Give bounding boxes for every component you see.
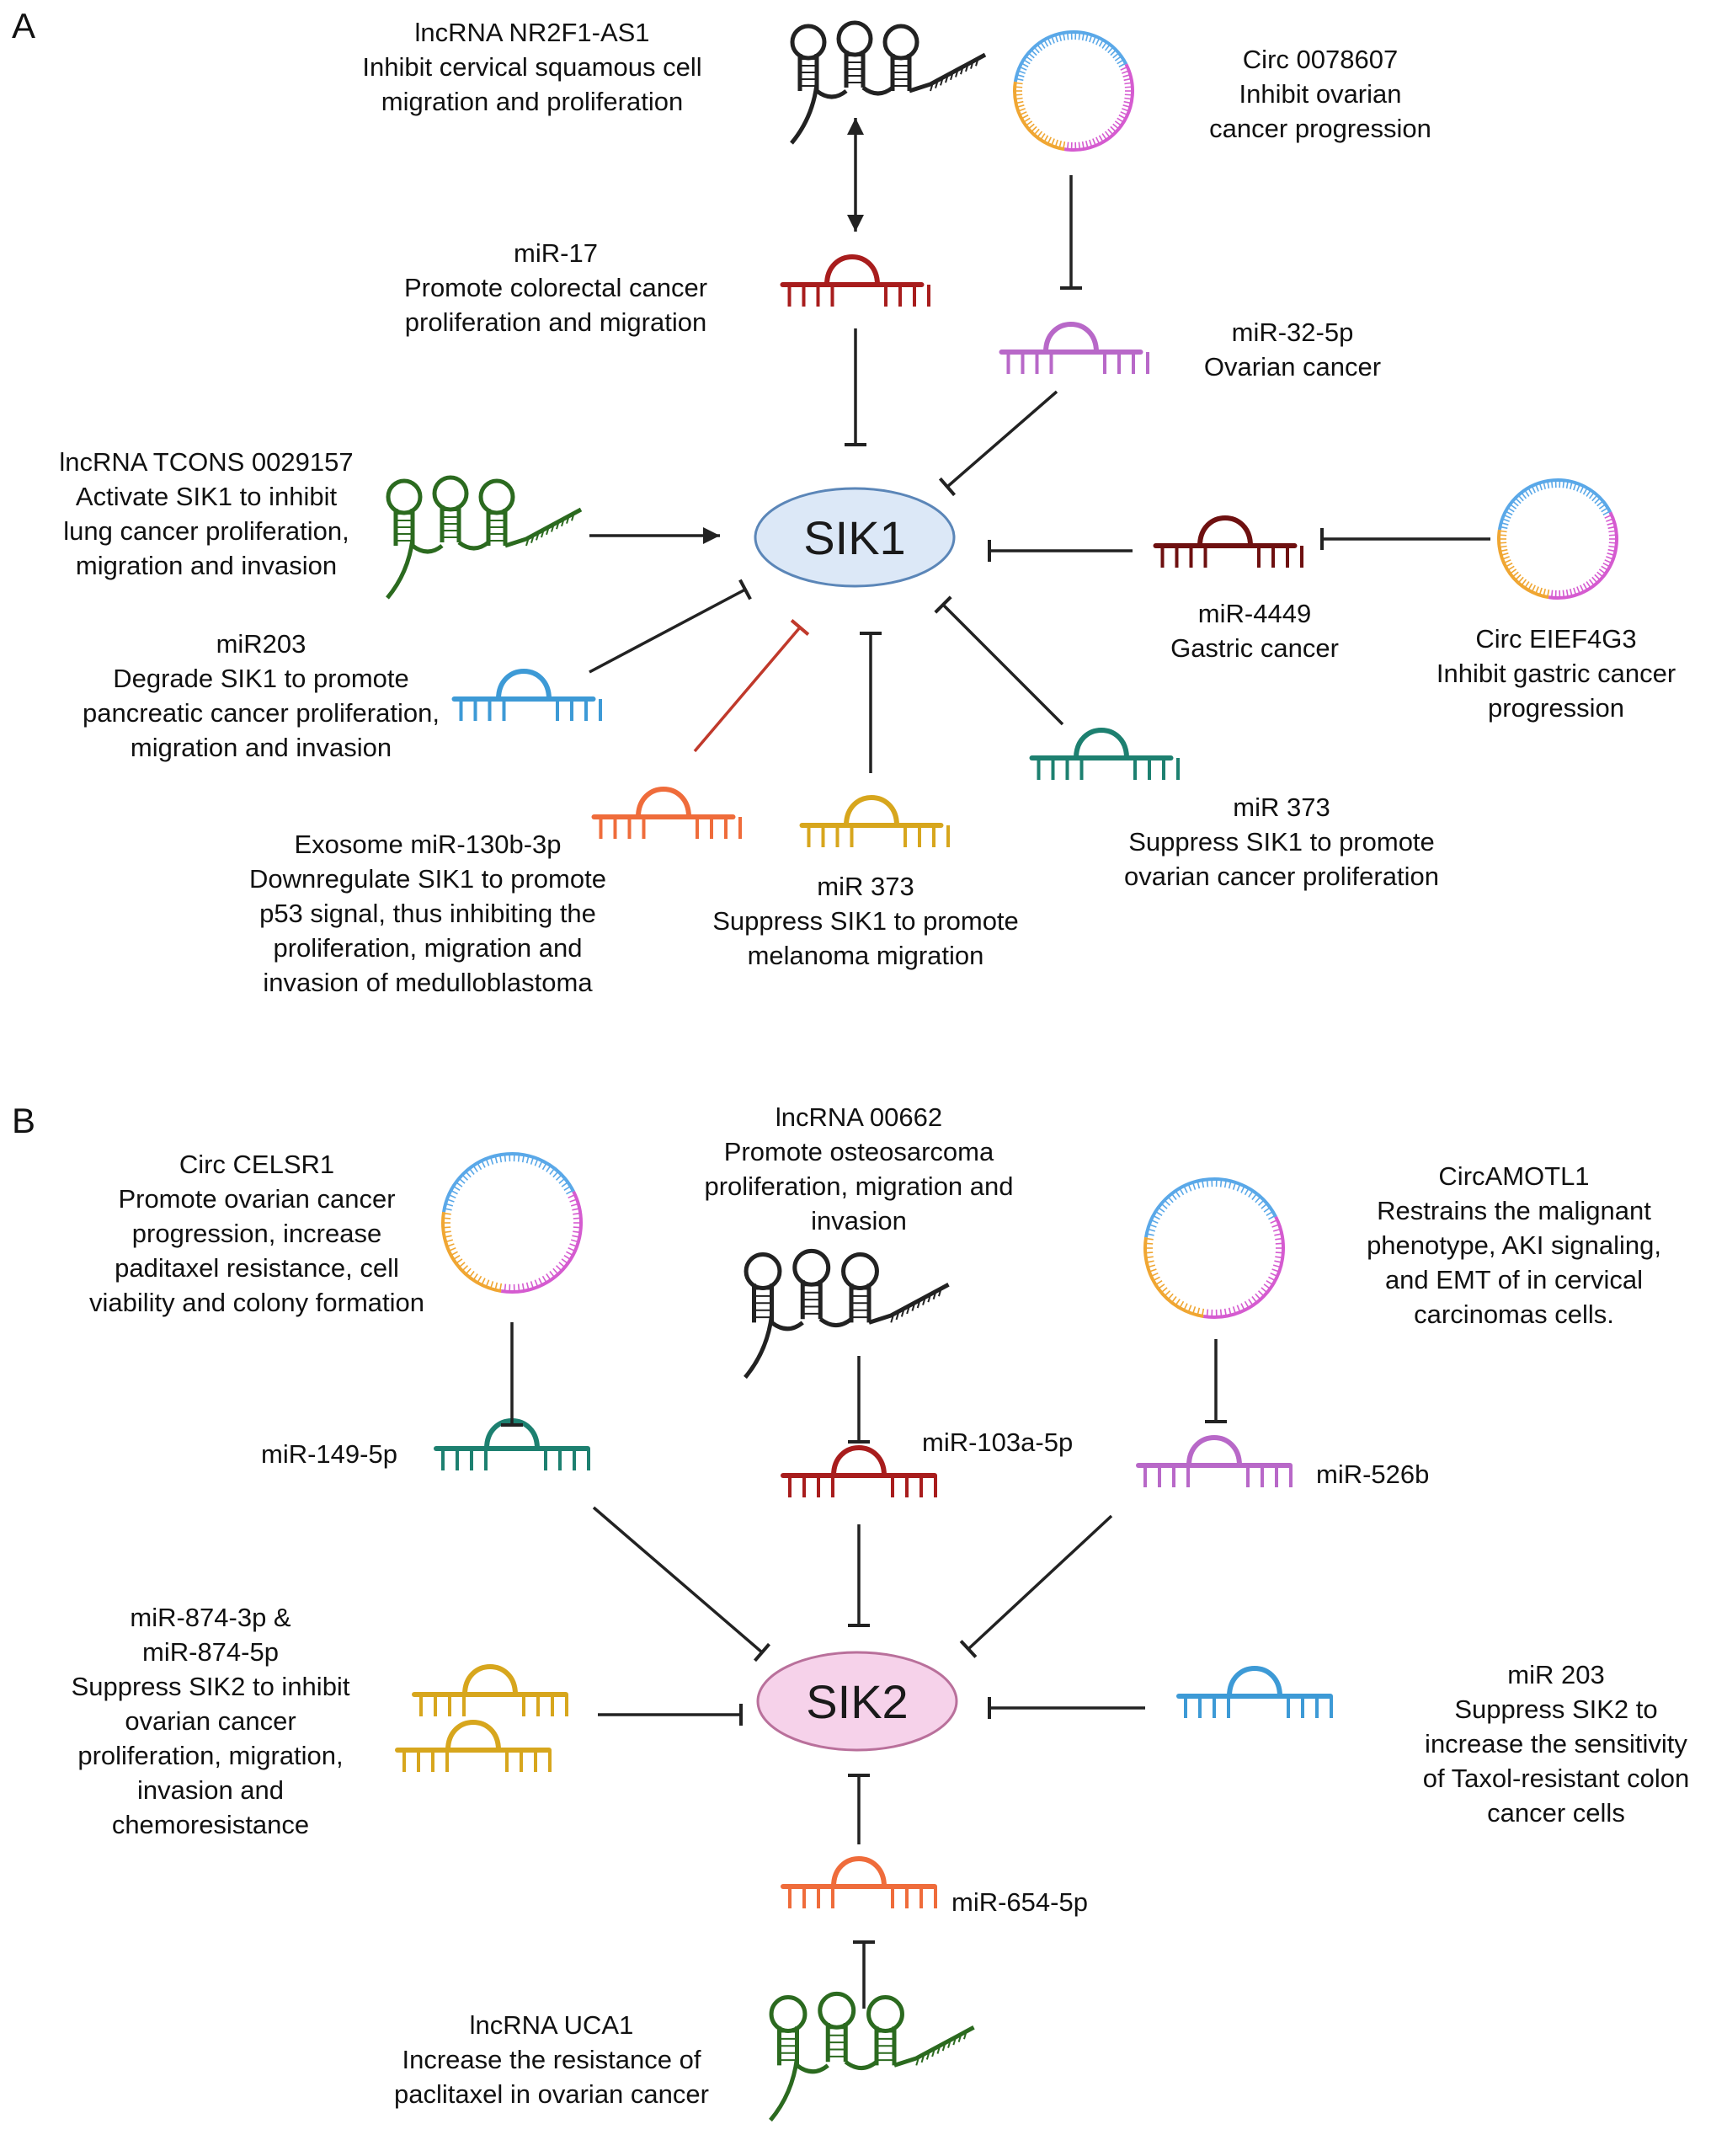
edge-00662-mir103 xyxy=(848,1356,870,1444)
circ-eief4g3-glyph xyxy=(1497,478,1618,600)
mir-130b-3p-glyph xyxy=(591,787,742,839)
sik2-ellipse xyxy=(756,1651,958,1752)
edge-mir373-ovarian-sik1 xyxy=(934,595,1064,726)
mir-654-5p-glyph xyxy=(781,1856,937,1908)
mir-373-melanoma-glyph xyxy=(799,795,950,847)
lncrna-uca1-glyph xyxy=(769,1991,975,2122)
mir-4449-glyph xyxy=(1153,515,1303,568)
edge-nr2f1-mir17 xyxy=(847,118,864,232)
edge-mir130-sik1 xyxy=(693,619,810,753)
mir-874-3p-glyph xyxy=(412,1664,568,1716)
edge-mir149-sik2 xyxy=(592,1506,770,1662)
lncrna-nr2f1-glyph xyxy=(790,20,987,145)
panel-label-b: B xyxy=(12,1101,36,1140)
sik1-label: SIK1 xyxy=(803,510,906,564)
edge-mir526-sik2 xyxy=(959,1514,1113,1658)
mir-103a-5p-glyph xyxy=(781,1445,937,1497)
mir-17-glyph xyxy=(780,254,930,307)
edge-tcons-sik1 xyxy=(589,527,720,544)
mir-874-5p-glyph xyxy=(395,1720,552,1772)
circamotl1-glyph xyxy=(1143,1177,1285,1319)
mir-373-ovarian-glyph xyxy=(1029,728,1180,780)
edge-mir203-sik2 xyxy=(988,1697,1145,1719)
mir-203-sik2-glyph xyxy=(1176,1666,1333,1718)
edge-mir373-melanoma-sik1 xyxy=(860,632,882,773)
edge-mir103-sik2 xyxy=(848,1524,870,1627)
edge-amotl1-mir526 xyxy=(1205,1339,1227,1423)
mir-149-5p-glyph xyxy=(434,1418,590,1470)
sik2-node: SIK2 xyxy=(756,1651,958,1752)
edge-mir203-sik1 xyxy=(589,579,752,674)
edge-circ0078607-mir32 xyxy=(1060,175,1082,290)
circ-celsr1-glyph xyxy=(441,1152,583,1294)
edge-uca1-mir654 xyxy=(853,1940,875,2009)
sik1-node: SIK1 xyxy=(754,487,956,588)
edge-mir17-sik1 xyxy=(845,328,866,446)
mir-32-5p-glyph xyxy=(999,322,1149,374)
mir203-sik1-glyph xyxy=(451,669,602,721)
mir-526b-glyph xyxy=(1136,1435,1293,1487)
sik2-label: SIK2 xyxy=(806,1674,909,1728)
label-mir-654-5p: miR-654-5p xyxy=(951,1887,1088,1917)
edge-celsr1-mir149 xyxy=(501,1322,523,1427)
lncrna-tcons-glyph xyxy=(386,475,583,600)
label-mir-149-5p: miR-149-5p xyxy=(261,1439,397,1469)
edge-mir32-sik1 xyxy=(938,390,1058,497)
label-mir-103a-5p: miR-103a-5p xyxy=(922,1428,1074,1457)
panel-label-a: A xyxy=(12,6,36,45)
edge-mir874-sik2 xyxy=(598,1704,743,1726)
edge-mir4449-sik1 xyxy=(988,540,1133,562)
edge-mir654-sik2 xyxy=(848,1774,870,1844)
sik1-ellipse xyxy=(754,487,956,588)
label-mir-526b: miR-526b xyxy=(1316,1460,1430,1489)
circ-0078607-glyph xyxy=(1013,30,1134,152)
edge-eief4g3-mir4449 xyxy=(1320,528,1490,550)
lncrna-00662-glyph xyxy=(744,1248,950,1380)
